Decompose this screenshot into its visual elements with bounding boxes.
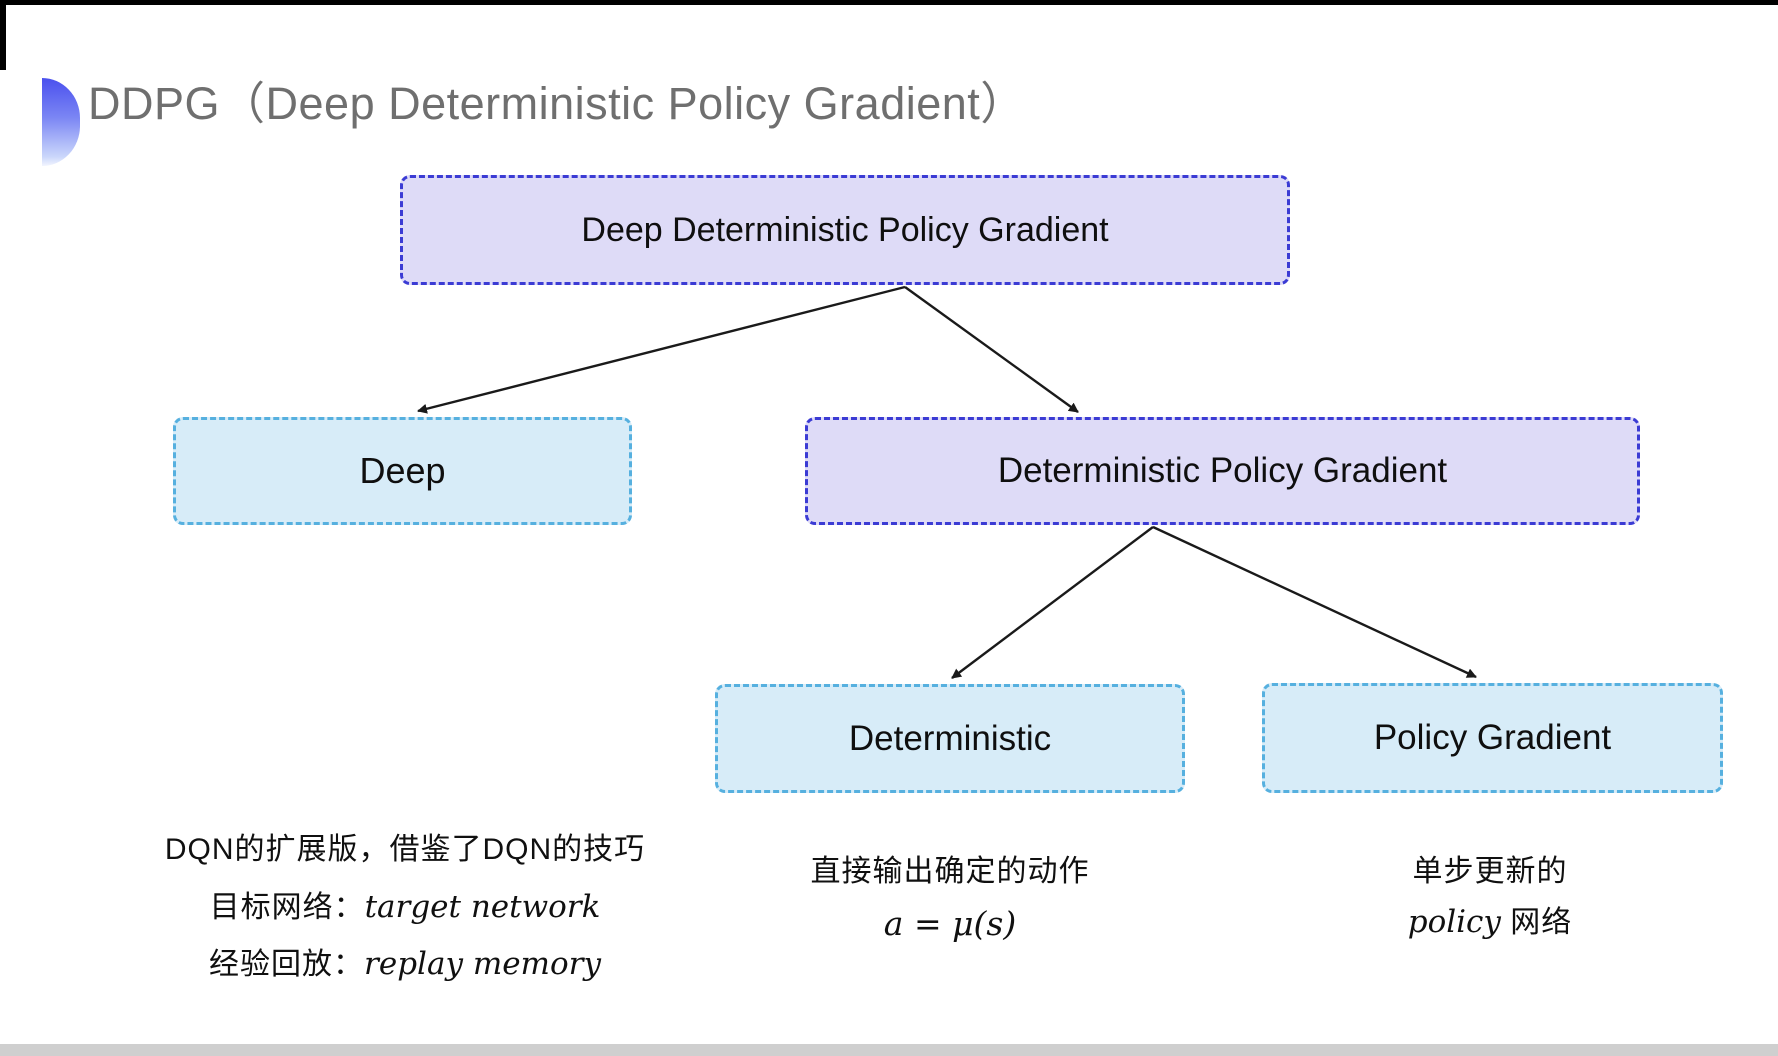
node-dpg-label: Deterministic Policy Gradient [997, 451, 1448, 490]
note-dqn-extension: DQN的扩展版，借鉴了DQN的技巧 [164, 833, 646, 866]
node-deep-label: Deep [359, 450, 446, 491]
node-deterministic-label: Deterministic [848, 718, 1052, 758]
arrow-dpg-to-policy-gradient [1152, 525, 1477, 679]
note-replay-memory-term: replay memory [364, 946, 601, 983]
half-circle-bullet-icon [42, 78, 80, 166]
note-target-network: 目标网络：target network [95, 885, 715, 930]
note-policy-term: policy [1407, 903, 1501, 940]
note-single-step-update: 单步更新的 [1412, 855, 1568, 888]
bottom-gray-strip [0, 1044, 1778, 1056]
arrow-root-to-dpg [904, 286, 1079, 413]
note-action-formula: a = μ(s) [883, 903, 1017, 943]
note-policy-network: policy 网络 [1280, 900, 1700, 945]
page-title: DDPG（Deep Deterministic Policy Gradient） [88, 78, 1026, 129]
slide-header: DDPG（Deep Deterministic Policy Gradient） [42, 76, 1026, 166]
note-replay-memory: 经验回放：replay memory [95, 942, 715, 987]
notes-policy-gradient-column: 单步更新的 policy 网络 [1280, 850, 1700, 950]
note-replay-memory-label: 经验回放： [209, 948, 365, 982]
arrow-dpg-to-deterministic [951, 526, 1154, 679]
window-left-edge [0, 0, 6, 70]
node-deterministic: Deterministic [715, 684, 1185, 793]
node-deterministic-policy-gradient: Deterministic Policy Gradient [805, 417, 1640, 525]
note-target-network-term: target network [364, 888, 601, 925]
node-root-label: Deep Deterministic Policy Gradient [581, 210, 1109, 249]
node-policy-gradient-label: Policy Gradient [1373, 718, 1612, 757]
note-target-network-label: 目标网络： [209, 890, 365, 924]
arrow-root-to-deep [417, 285, 906, 414]
window-top-edge [0, 0, 1778, 5]
note-policy-network-rest: 网络 [1500, 905, 1573, 939]
notes-deep-column: DQN的扩展版，借鉴了DQN的技巧 目标网络：target network 经验… [95, 828, 715, 1000]
node-deep: Deep [173, 417, 632, 525]
note-deterministic-action: 直接输出确定的动作 [810, 855, 1090, 888]
node-policy-gradient: Policy Gradient [1262, 683, 1723, 793]
node-root: Deep Deterministic Policy Gradient [400, 175, 1290, 285]
notes-deterministic-column: 直接输出确定的动作 a = μ(s) [690, 850, 1210, 953]
